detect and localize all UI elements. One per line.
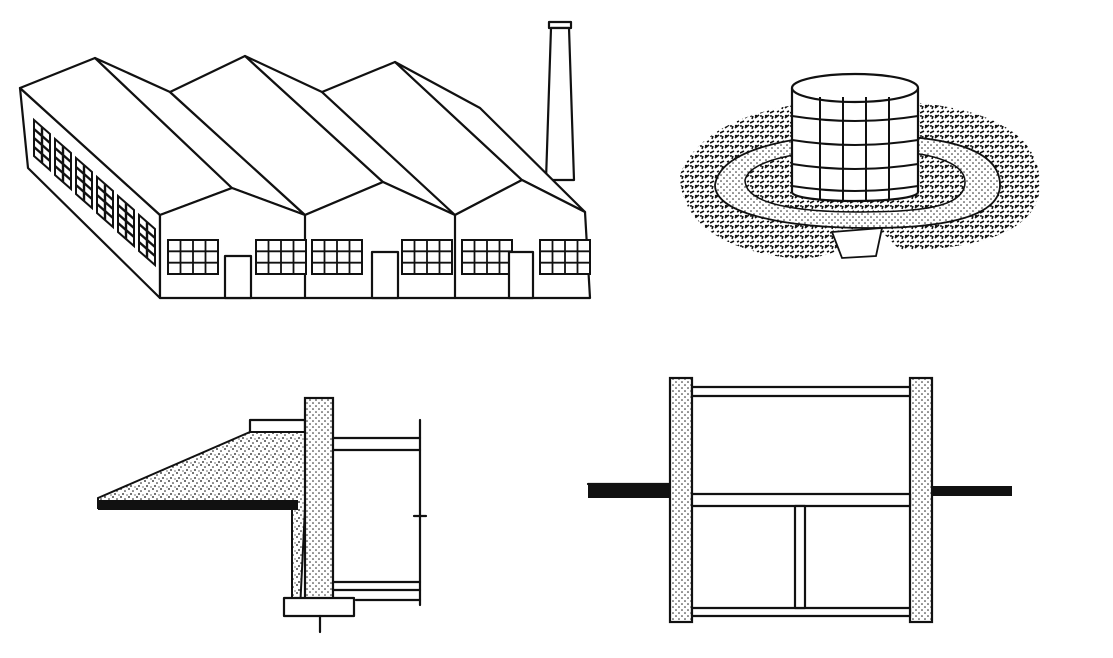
cylindrical-tank bbox=[790, 72, 920, 203]
left-wall bbox=[668, 376, 694, 624]
side-window bbox=[96, 174, 114, 230]
window bbox=[255, 239, 307, 275]
floor-slab bbox=[690, 492, 912, 508]
side-window bbox=[117, 193, 135, 249]
front-windows bbox=[167, 239, 591, 275]
wall-column bbox=[303, 396, 335, 610]
side-windows bbox=[33, 117, 156, 268]
window bbox=[539, 239, 591, 275]
factory-panel bbox=[18, 20, 592, 300]
side-window bbox=[33, 117, 51, 173]
right-wall bbox=[908, 376, 934, 624]
gas-holder-panel bbox=[680, 72, 1040, 259]
doors bbox=[223, 250, 535, 300]
roof-slab bbox=[690, 385, 912, 398]
side-window bbox=[54, 136, 72, 192]
window bbox=[311, 239, 363, 275]
wall-footing bbox=[282, 596, 356, 618]
earth-fill bbox=[97, 431, 306, 611]
base-slab bbox=[690, 606, 912, 618]
window bbox=[401, 239, 453, 275]
side-window bbox=[138, 212, 156, 268]
retaining-wall-panel bbox=[97, 396, 428, 634]
center-column bbox=[793, 504, 807, 610]
side-window bbox=[75, 155, 93, 211]
room-frame bbox=[331, 418, 428, 607]
window bbox=[461, 239, 513, 275]
ground-line bbox=[98, 500, 298, 510]
ground-level bbox=[586, 482, 1012, 498]
chimney bbox=[544, 20, 576, 182]
window bbox=[167, 239, 219, 275]
basement-panel bbox=[586, 376, 1012, 624]
